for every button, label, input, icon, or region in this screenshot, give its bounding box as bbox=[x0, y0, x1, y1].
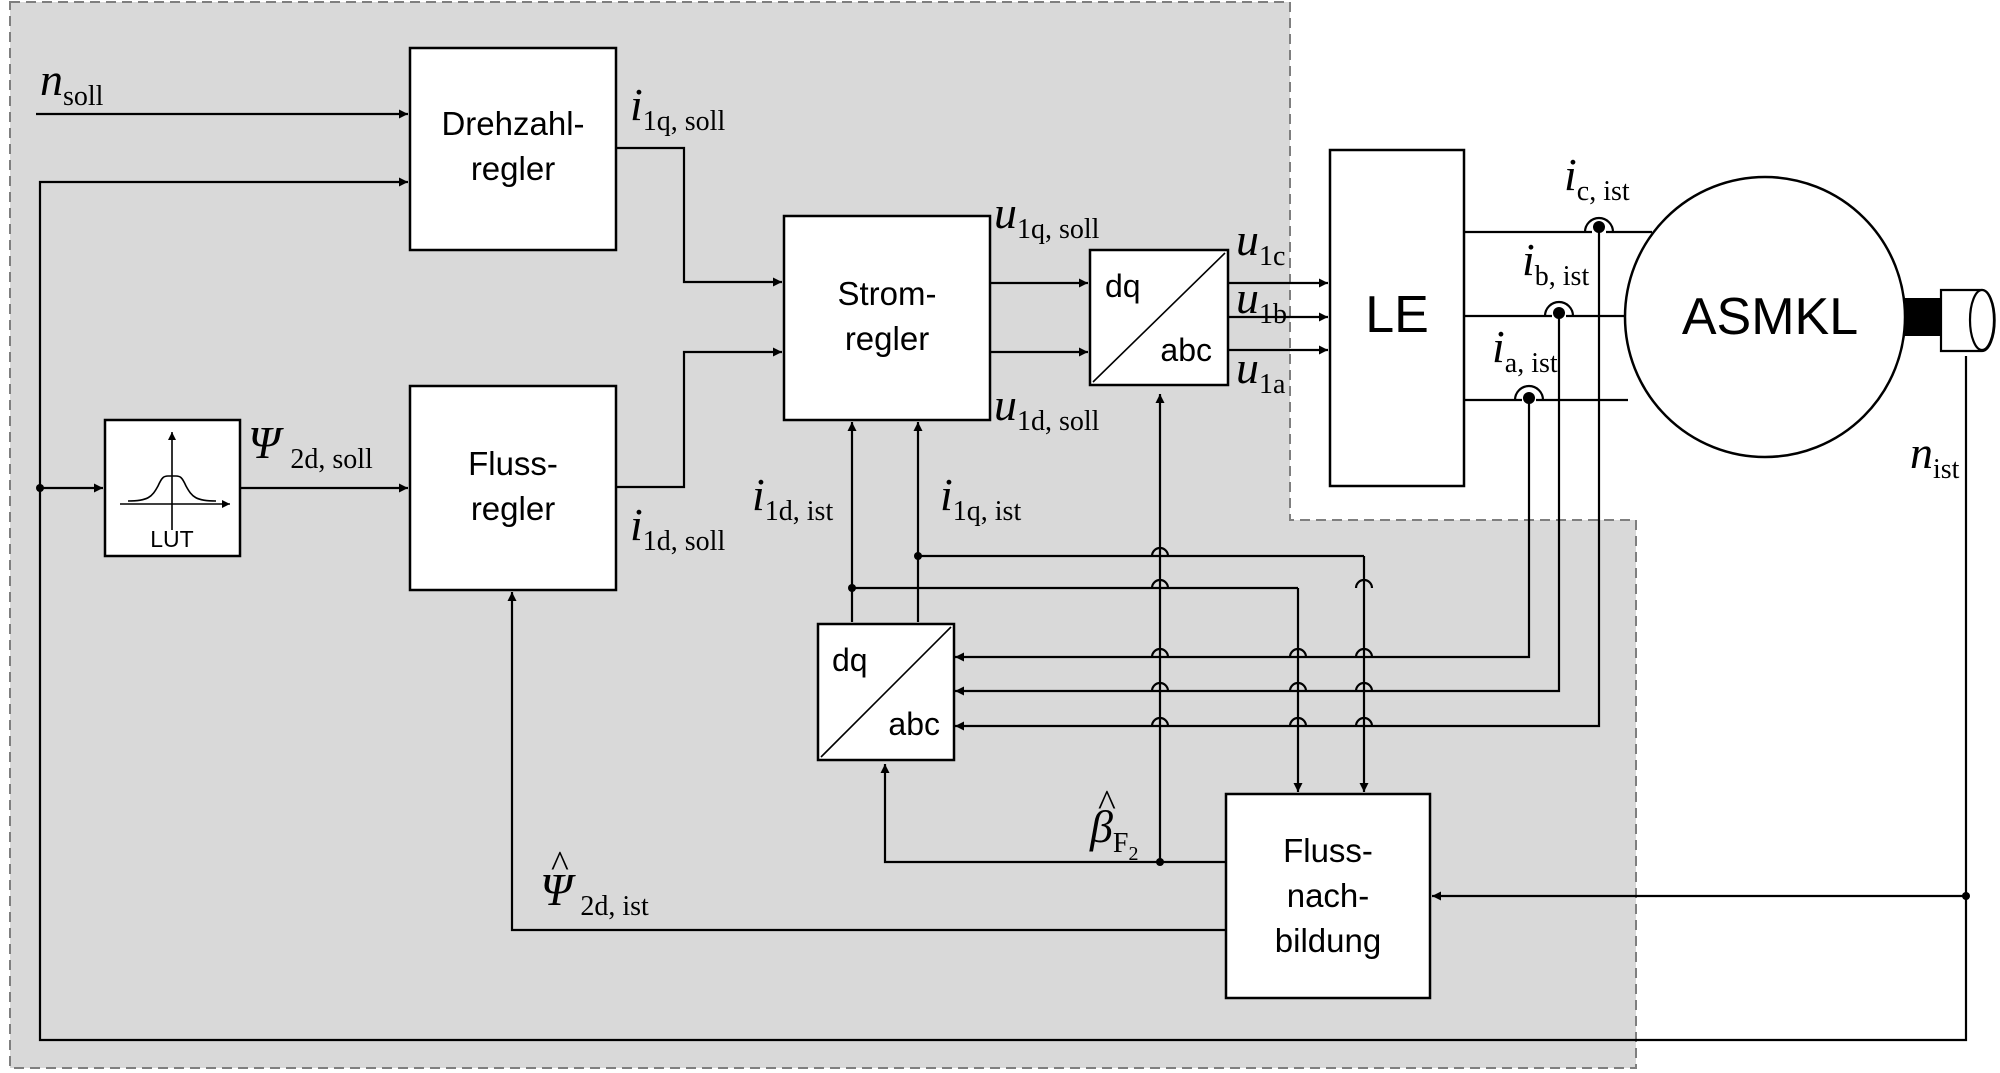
dq-abc-top-abc: abc bbox=[1160, 332, 1212, 368]
n-soll-label: nsoll bbox=[40, 54, 104, 112]
flussnachbildung-line2: nach- bbox=[1287, 877, 1370, 914]
wire-jumpers bbox=[1150, 546, 1374, 727]
ic-ist-label: ic, ist bbox=[1564, 149, 1630, 207]
svg-text:^: ^ bbox=[1098, 783, 1116, 825]
svg-text:Ψ2d, ist: Ψ2d, ist bbox=[540, 864, 649, 922]
dq-abc-bottom-abc: abc bbox=[888, 706, 940, 742]
flussregler-block: Fluss- regler bbox=[408, 384, 618, 592]
junction-dots bbox=[36, 484, 1970, 900]
i1d-ist-label: i1d, ist bbox=[752, 469, 833, 527]
flussregler-line1: Fluss- bbox=[468, 445, 558, 482]
u1a-label: u1a bbox=[1236, 342, 1286, 400]
dq-abc-transform-bottom: dq abc bbox=[816, 622, 956, 762]
drehzahlregler-line2: regler bbox=[471, 150, 555, 187]
le-label: LE bbox=[1365, 286, 1429, 344]
stromregler-block: Strom- regler bbox=[782, 214, 992, 422]
dq-abc-bottom-dq: dq bbox=[832, 642, 868, 678]
dq-abc-transform-top: dq abc bbox=[1088, 248, 1230, 387]
u1q-soll-label: u1q, soll bbox=[994, 187, 1100, 245]
drehzahlregler-block: Drehzahl- regler bbox=[408, 46, 618, 252]
drehzahlregler-line1: Drehzahl- bbox=[441, 105, 584, 142]
svg-text:βF2: βF2 bbox=[1089, 801, 1139, 865]
u1b-label: u1b bbox=[1236, 272, 1287, 330]
u1c-label: u1c bbox=[1236, 214, 1285, 272]
flussnachbildung-line1: Fluss- bbox=[1283, 832, 1373, 869]
asmkl-machine: ASMKL bbox=[1623, 175, 1996, 459]
asmkl-label: ASMKL bbox=[1682, 288, 1858, 346]
u1d-soll-label: u1d, soll bbox=[994, 379, 1100, 437]
ib-ist-label: ib, ist bbox=[1522, 234, 1589, 292]
ia-ist-label: ia, ist bbox=[1492, 321, 1558, 379]
svg-text:^: ^ bbox=[551, 844, 569, 886]
dq-abc-top-dq: dq bbox=[1105, 268, 1141, 304]
le-block: LE bbox=[1328, 148, 1466, 488]
beta-f2-label: βF2 ^ bbox=[1089, 783, 1139, 865]
i1q-soll-label: i1q, soll bbox=[630, 79, 725, 137]
flussnachbildung-line3: bildung bbox=[1275, 922, 1381, 959]
flussnachbildung-block: Fluss- nach- bildung bbox=[1224, 792, 1432, 1000]
lut-block: LUT bbox=[103, 418, 242, 558]
stromregler-line2: regler bbox=[845, 320, 929, 357]
lut-label: LUT bbox=[150, 526, 193, 552]
n-ist-label: nist bbox=[1910, 427, 1960, 485]
flussregler-line2: regler bbox=[471, 490, 555, 527]
current-sensors bbox=[1513, 216, 1615, 404]
i1q-ist-label: i1q, ist bbox=[940, 469, 1021, 527]
signal-wires bbox=[36, 109, 1968, 1042]
i1d-soll-label: i1d, soll bbox=[630, 499, 725, 557]
stromregler-line1: Strom- bbox=[838, 275, 937, 312]
